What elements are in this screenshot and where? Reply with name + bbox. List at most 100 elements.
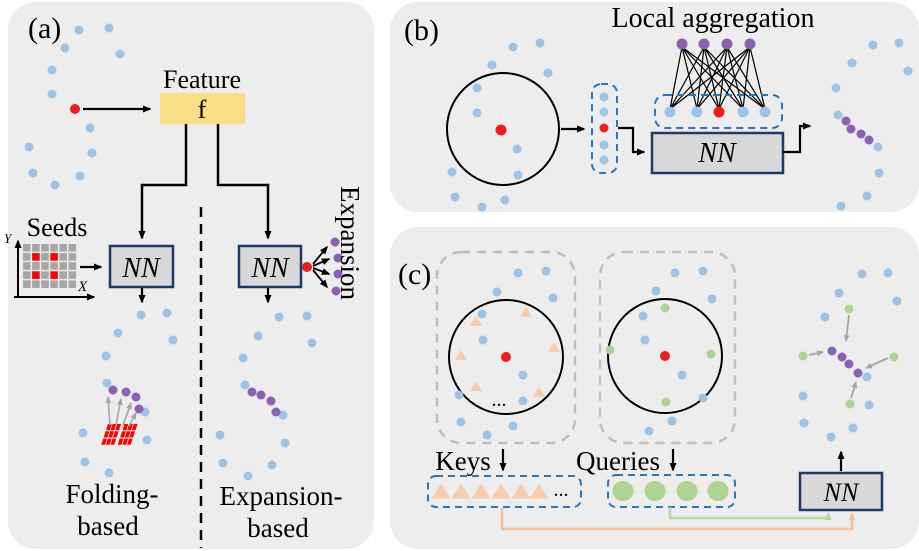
seeds-grid-cell bbox=[68, 244, 77, 252]
folding-seed-grids-cell bbox=[110, 438, 117, 445]
folding-new-point bbox=[108, 385, 118, 395]
b-out-point bbox=[894, 38, 904, 48]
seeds-grid-cell bbox=[68, 271, 77, 279]
stack-point bbox=[599, 155, 609, 165]
key-triangle bbox=[455, 350, 467, 360]
c-out-point bbox=[798, 391, 808, 401]
c-out-arrow bbox=[865, 357, 889, 369]
arrow-stack-to-nn bbox=[618, 126, 646, 156]
keys-dashed-box bbox=[427, 475, 582, 508]
input-point bbox=[47, 65, 57, 75]
neighborhood-circle-keys bbox=[448, 299, 564, 415]
nn-box-folding-label: NN bbox=[121, 253, 161, 284]
seeds-grid-cell bbox=[41, 262, 49, 270]
seeds-grid-cell bbox=[41, 271, 49, 279]
keys-cloud-point bbox=[541, 266, 551, 276]
keys-cloud-point bbox=[518, 370, 528, 380]
seeds-grid-cell bbox=[23, 280, 31, 288]
expansion-based-label-1: Expansion- bbox=[220, 481, 343, 511]
expansion-fan-arrow bbox=[312, 267, 331, 275]
seeds-grid-cell bbox=[32, 244, 40, 252]
c-out-arrow bbox=[808, 350, 824, 357]
query-token-circle bbox=[676, 481, 698, 501]
folding-seed-grids-cell bbox=[110, 424, 117, 431]
seeds-grid-red-cell bbox=[32, 271, 40, 279]
input-point bbox=[75, 171, 85, 181]
key-triangle bbox=[470, 316, 482, 326]
b-cloud-point bbox=[472, 108, 482, 118]
b-cloud-point bbox=[450, 192, 460, 202]
queries-label: Queries bbox=[576, 446, 660, 476]
query-green-point bbox=[660, 303, 670, 313]
queries-cloud-point bbox=[640, 335, 650, 345]
c-out-point bbox=[820, 312, 830, 322]
stack-point bbox=[599, 107, 609, 117]
seeds-label: Seeds bbox=[27, 213, 88, 242]
neighbor-point bbox=[664, 106, 676, 118]
c-out-point bbox=[892, 296, 902, 306]
folding-map-arrow bbox=[105, 396, 112, 426]
nn-box-expansion-label: NN bbox=[250, 253, 290, 284]
expansion-rotated-label: Expansion bbox=[335, 186, 365, 300]
folding-seed-grids bbox=[101, 424, 138, 445]
expansion-cloud-point bbox=[280, 438, 290, 448]
folding-seed-grids-cell bbox=[105, 438, 112, 445]
keys-cloud-point bbox=[478, 335, 488, 345]
neighbors-dashed-box bbox=[654, 94, 783, 129]
c-out-new-point bbox=[837, 352, 847, 362]
neighborhood-circle-queries bbox=[607, 298, 723, 414]
neighborhood-circle-b bbox=[446, 72, 560, 186]
expansion-cloud-point bbox=[307, 338, 317, 348]
expansion-new-point bbox=[271, 407, 281, 417]
key-token-triangle bbox=[491, 483, 511, 499]
expansion-cloud-point bbox=[302, 311, 312, 321]
seeds-grid-cell bbox=[68, 262, 77, 270]
c-out-point bbox=[883, 268, 893, 278]
queries-cloud-point bbox=[677, 370, 687, 380]
expansion-seed-red bbox=[302, 262, 312, 272]
b-out-point bbox=[868, 40, 878, 50]
input-point bbox=[60, 43, 70, 53]
seeds-grid-cell bbox=[68, 253, 77, 261]
stack-point-red bbox=[599, 123, 609, 133]
c-out-point bbox=[826, 432, 836, 442]
feature-box bbox=[160, 93, 245, 124]
b-out-point bbox=[836, 201, 846, 211]
expansion-cloud-point bbox=[243, 471, 253, 481]
queries-to-nn-connector bbox=[668, 507, 832, 520]
folding-seed-grids-cell bbox=[124, 431, 131, 438]
keys-cloud-point bbox=[508, 421, 518, 431]
b-cloud-point bbox=[508, 42, 518, 52]
aggregation-lines bbox=[669, 46, 683, 110]
seeds-grid-cell bbox=[50, 280, 58, 288]
queries-cloud-point bbox=[670, 268, 680, 278]
b-cloud-point bbox=[472, 83, 482, 93]
seeds-grid-cell bbox=[23, 253, 31, 261]
aggregation-lines bbox=[681, 46, 698, 110]
aggregation-lines bbox=[696, 46, 728, 110]
aggregated-feature bbox=[744, 38, 756, 50]
b-out-point bbox=[847, 58, 857, 68]
query-green-point bbox=[706, 349, 716, 359]
expansion-fan-arrow bbox=[312, 245, 328, 265]
query-green-point bbox=[605, 345, 615, 355]
expansion-fan-arrow bbox=[312, 269, 328, 289]
folding-seed-grids-cell bbox=[131, 424, 138, 431]
input-point bbox=[87, 148, 97, 158]
folding-seed-grids-cell bbox=[120, 431, 126, 438]
keys-cloud-point bbox=[492, 287, 502, 297]
expansion-point bbox=[331, 286, 341, 296]
folding-map-arrow bbox=[115, 398, 123, 426]
seeds-grid-cell bbox=[23, 244, 31, 252]
aggregated-feature bbox=[676, 38, 688, 50]
queries-cloud-point bbox=[707, 294, 717, 304]
query-token-circle bbox=[644, 481, 666, 501]
key-triangle bbox=[533, 387, 545, 397]
queries-dashed-box bbox=[607, 474, 736, 508]
aggregation-lines bbox=[669, 46, 705, 110]
seeds-grid-cell bbox=[23, 262, 31, 270]
nn-box-folding bbox=[108, 244, 175, 289]
aggregation-lines bbox=[696, 46, 705, 110]
key-triangle bbox=[520, 307, 532, 317]
seeds-grid-cell bbox=[50, 244, 58, 252]
